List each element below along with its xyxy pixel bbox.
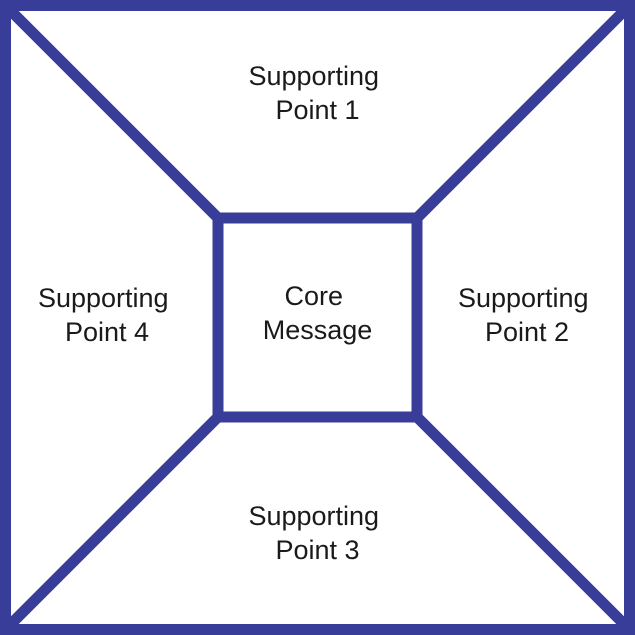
center-box [212,212,423,423]
bottom-section-label: Supporting Point 3 [248,501,386,565]
top-section-label-line1: Supporting [248,61,379,91]
right-section-label: Supporting Point 2 [458,283,596,347]
center-box-label-line2: Message [263,315,373,345]
diagonal-bottom-left [1,413,222,634]
left-section-label: Supporting Point 4 [38,283,176,347]
left-section-label-line2: Point 4 [65,317,149,347]
center-box-label: Core Message [263,281,373,345]
bottom-section-label-line2: Point 3 [275,535,359,565]
bottom-section-label-line1: Supporting [248,501,379,531]
top-section-label: Supporting Point 1 [248,61,386,125]
right-section-label-line2: Point 2 [485,317,569,347]
left-section-label-line1: Supporting [38,283,169,313]
diagonal-top-right [413,1,634,222]
diagonal-bottom-right [413,413,634,634]
diagonal-top-left [1,1,222,222]
right-section-label-line1: Supporting [458,283,589,313]
center-box-label-line1: Core [284,281,343,311]
top-section-label-line2: Point 1 [275,95,359,125]
